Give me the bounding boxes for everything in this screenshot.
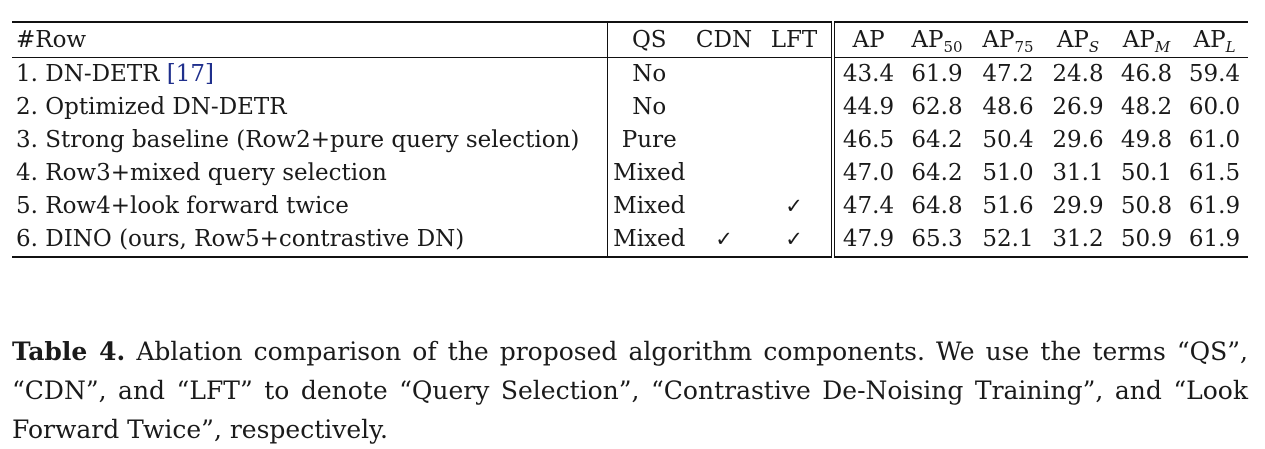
ap-cell: 44.9 <box>842 94 895 120</box>
apm-cell: 49.8 <box>1120 127 1173 153</box>
ap75-cell: 50.4 <box>982 127 1034 153</box>
header-row-label: #Row <box>12 22 608 58</box>
row-name: 5. Row4+look forward twice <box>12 190 608 223</box>
aps-cell: 29.6 <box>1052 127 1104 153</box>
ap75-cell: 47.2 <box>982 61 1034 87</box>
ap50-cell-best: 65.3 <box>911 226 963 252</box>
ap75-cell-best: 52.1 <box>982 226 1034 252</box>
header-apl-sub: L <box>1225 37 1236 56</box>
table-row: 2. Optimized DN-DETR No 44.9 62.8 48.6 2… <box>12 91 1248 124</box>
header-ap75-base: AP <box>982 26 1015 53</box>
row-name-text: 1. DN-DETR <box>16 61 167 87</box>
ap-cell: 47.0 <box>842 160 895 186</box>
header-apl-base: AP <box>1193 26 1226 53</box>
qs-cell: Pure <box>621 127 677 153</box>
header-row: #Row QS CDN LFT AP AP50 AP75 APS APM APL <box>12 22 1248 58</box>
lft-cell <box>757 91 835 124</box>
ap50-cell: 64.2 <box>911 160 963 186</box>
apm-cell: 50.8 <box>1120 193 1173 219</box>
table-row: 3. Strong baseline (Row2+pure query sele… <box>12 124 1248 157</box>
lft-check-mark: ✓ <box>757 223 835 257</box>
ap-cell-best: 47.9 <box>842 226 895 252</box>
apl-cell: 61.5 <box>1188 160 1241 186</box>
aps-cell: 29.9 <box>1052 193 1104 219</box>
row-name: 2. Optimized DN-DETR <box>12 91 608 124</box>
apm-cell: 48.2 <box>1120 94 1173 120</box>
table-row: 4. Row3+mixed query selection Mixed 47.0… <box>12 157 1248 190</box>
row-name: 3. Strong baseline (Row2+pure query sele… <box>12 124 608 157</box>
aps-cell: 26.9 <box>1052 94 1104 120</box>
aps-cell: 24.8 <box>1052 61 1104 87</box>
cdn-check-mark: ✓ <box>715 227 733 251</box>
ap50-cell: 61.9 <box>911 61 963 87</box>
ap75-cell: 48.6 <box>982 94 1034 120</box>
ablation-table: #Row QS CDN LFT AP AP50 AP75 APS APM APL… <box>12 21 1248 258</box>
ap-cell: 43.4 <box>842 61 895 87</box>
apl-cell-best: 61.9 <box>1188 226 1241 252</box>
ap50-cell: 64.2 <box>911 127 963 153</box>
ap50-cell: 64.8 <box>911 193 963 219</box>
table-row: 5. Row4+look forward twice Mixed ✓ 47.4 … <box>12 190 1248 223</box>
caption-label: Table 4. <box>12 337 126 366</box>
apl-cell: 61.9 <box>1188 193 1241 219</box>
header-ap75-sub: 75 <box>1014 37 1034 56</box>
qs-cell: No <box>632 61 667 87</box>
cdn-cell <box>691 190 757 223</box>
ap-cell: 46.5 <box>842 127 895 153</box>
cdn-cell <box>691 157 757 190</box>
header-apm-sub: M <box>1154 37 1171 56</box>
lft-cell <box>757 124 835 157</box>
apm-cell: 50.1 <box>1120 160 1173 186</box>
ap-cell: 47.4 <box>842 193 895 219</box>
lft-check-mark: ✓ <box>757 190 835 223</box>
header-aps-sub: S <box>1088 37 1100 56</box>
cdn-cell <box>691 91 757 124</box>
header-aps: APS <box>1044 22 1112 58</box>
row-name: 1. DN-DETR [17] <box>12 57 608 91</box>
aps-cell-best: 31.2 <box>1052 226 1104 252</box>
ablation-table-container: #Row QS CDN LFT AP AP50 AP75 APS APM APL… <box>12 21 1248 258</box>
header-apm-base: AP <box>1122 26 1155 53</box>
apm-cell-best: 50.9 <box>1120 226 1173 252</box>
caption-text: Ablation comparison of the proposed algo… <box>12 337 1248 444</box>
apl-cell: 59.4 <box>1188 61 1241 87</box>
row-name: 6. DINO (ours, Row5+contrastive DN) <box>12 223 608 257</box>
apl-cell: 61.0 <box>1188 127 1241 153</box>
ap50-cell: 62.8 <box>911 94 963 120</box>
row-name: 4. Row3+mixed query selection <box>12 157 608 190</box>
lft-cell <box>757 57 835 91</box>
qs-cell: Mixed <box>613 226 686 252</box>
header-apm: APM <box>1112 22 1181 58</box>
header-ap50-sub: 50 <box>943 37 963 56</box>
qs-cell: Mixed <box>613 193 686 219</box>
citation-link[interactable]: [17] <box>166 61 215 87</box>
header-lft: LFT <box>757 22 835 58</box>
cdn-cell <box>691 124 757 157</box>
header-apl: APL <box>1181 22 1248 58</box>
header-ap: AP <box>852 26 885 53</box>
cdn-cell <box>691 58 757 92</box>
qs-cell: Mixed <box>613 160 686 186</box>
apl-cell: 60.0 <box>1188 94 1241 120</box>
header-qs: QS <box>631 26 667 53</box>
header-aps-base: AP <box>1056 26 1089 53</box>
table-row: 6. DINO (ours, Row5+contrastive DN) Mixe… <box>12 223 1248 257</box>
header-ap75: AP75 <box>972 22 1044 58</box>
ap75-cell: 51.0 <box>982 160 1034 186</box>
apm-cell: 46.8 <box>1120 61 1173 87</box>
aps-cell: 31.1 <box>1052 160 1104 186</box>
header-ap50-base: AP <box>911 26 944 53</box>
header-cdn: CDN <box>695 26 753 53</box>
qs-cell: No <box>632 94 667 120</box>
header-ap50: AP50 <box>902 22 972 58</box>
table-caption: Table 4. Ablation comparison of the prop… <box>12 332 1248 449</box>
lft-cell <box>757 157 835 190</box>
ap75-cell: 51.6 <box>982 193 1034 219</box>
table-row: 1. DN-DETR [17] No 43.4 61.9 47.2 24.8 4… <box>12 57 1248 92</box>
